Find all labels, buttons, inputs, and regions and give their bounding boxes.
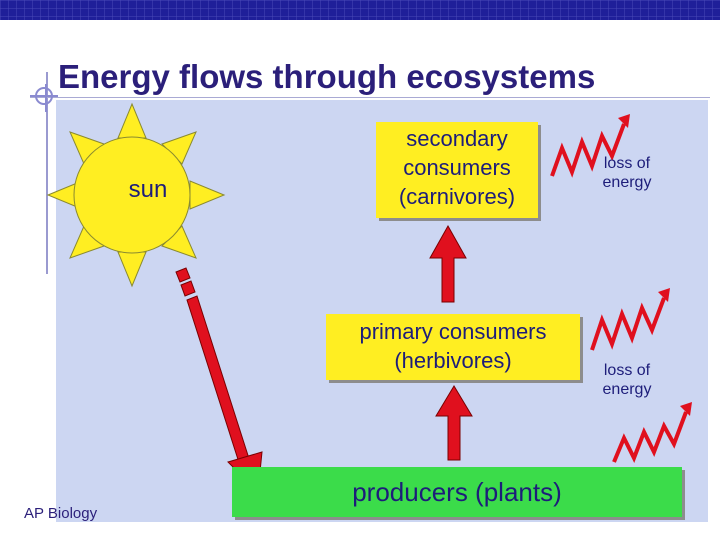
secondary-line-2: consumers bbox=[403, 155, 511, 180]
heat-loss-squiggle bbox=[612, 411, 688, 463]
primary-line-1: primary consumers bbox=[359, 319, 547, 344]
heat-loss-squiggle bbox=[590, 297, 666, 351]
squiggle-arrowhead bbox=[618, 114, 630, 128]
energy-up-arrow bbox=[429, 224, 467, 303]
loss-line-2: energy bbox=[602, 381, 652, 398]
page-title: Energy flows through ecosystems bbox=[58, 58, 596, 95]
sun-disc bbox=[73, 136, 191, 254]
energy-loss-label: loss of energy bbox=[592, 154, 662, 192]
producers-label: producers (plants) bbox=[352, 477, 562, 507]
crosshair-icon bbox=[30, 84, 58, 112]
left-vertical-rule bbox=[46, 72, 48, 274]
energy-up-arrow bbox=[435, 385, 473, 461]
sun-label: sun bbox=[128, 176, 168, 203]
squiggle-arrowhead bbox=[680, 402, 692, 416]
primary-consumers-box: primary consumers (herbivores) bbox=[326, 314, 580, 380]
primary-line-2: (herbivores) bbox=[394, 348, 512, 373]
loss-line-1: loss of bbox=[603, 155, 651, 172]
sun-ray bbox=[117, 102, 147, 139]
title-underline bbox=[30, 97, 710, 98]
secondary-consumers-box: secondary consumers (carnivores) bbox=[376, 122, 538, 218]
squiggle-arrowhead bbox=[658, 288, 670, 302]
top-banner bbox=[0, 0, 720, 20]
footer-course-label: AP Biology bbox=[24, 505, 98, 522]
secondary-line-1: secondary bbox=[406, 126, 508, 151]
producers-box: producers (plants) bbox=[232, 467, 682, 517]
sun-ray bbox=[117, 251, 147, 288]
banner-grid-pattern bbox=[0, 0, 720, 20]
loss-line-2: energy bbox=[602, 174, 652, 191]
energy-loss-label: loss of energy bbox=[592, 361, 662, 399]
loss-line-1: loss of bbox=[603, 362, 651, 379]
heat-loss-squiggle bbox=[550, 123, 626, 178]
secondary-line-3: (carnivores) bbox=[398, 184, 516, 209]
sunlight-arrow bbox=[175, 267, 263, 494]
sun-icon bbox=[46, 102, 226, 288]
